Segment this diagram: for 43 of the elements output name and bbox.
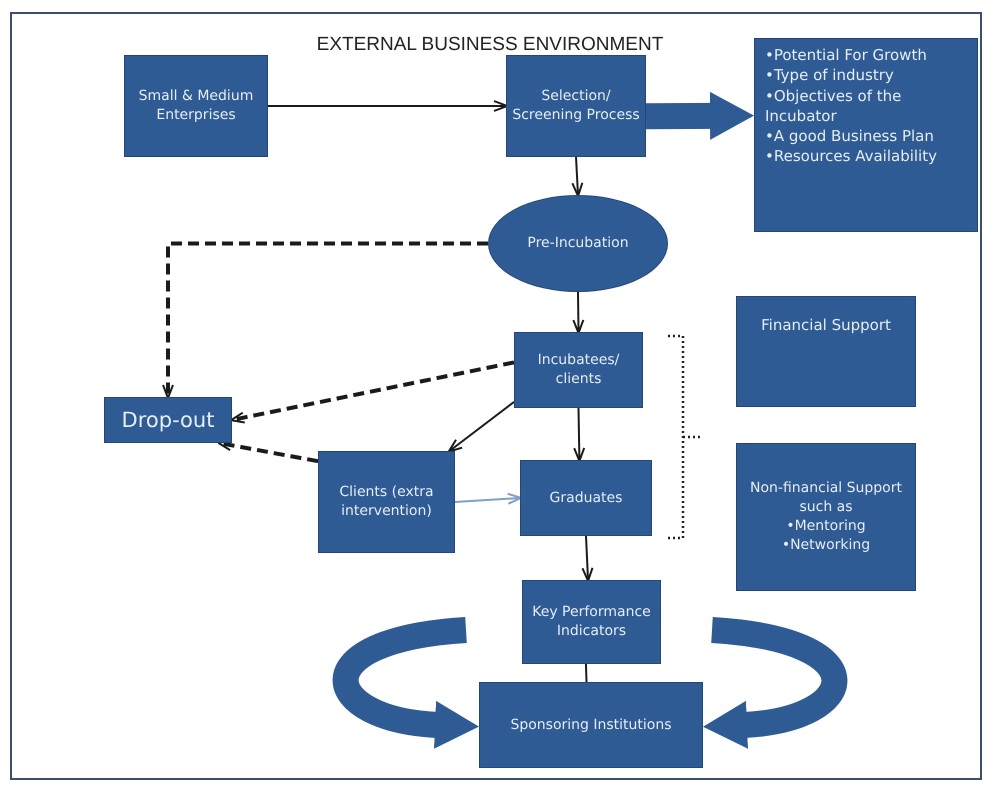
arrow — [268, 100, 508, 112]
node-text: •Objectives of the Incubator — [765, 86, 902, 126]
node-text: Drop-out — [122, 406, 214, 434]
node-text: •Networking — [782, 536, 870, 555]
institution-box — [479, 682, 703, 768]
arrow — [454, 492, 522, 505]
process-box — [522, 580, 661, 664]
arrow — [573, 408, 586, 462]
block-arrow — [703, 617, 848, 748]
support-box — [736, 443, 916, 591]
diagram-title: EXTERNAL BUSINESS ENVIRONMENT — [316, 34, 664, 56]
arrow — [572, 292, 584, 334]
process-box — [318, 451, 455, 553]
block-arrow — [332, 617, 479, 748]
process-box — [506, 55, 646, 157]
process-box — [520, 460, 652, 536]
arrow — [571, 156, 584, 197]
node-text: Selection/ Screening Process — [511, 87, 641, 125]
node-text: Financial Support — [761, 315, 891, 336]
support-box — [736, 296, 916, 407]
node-text: •Mentoring — [786, 517, 866, 536]
node-text: Non-financial Support such as — [749, 479, 903, 517]
process-box — [124, 55, 268, 157]
criteria-list-box — [754, 38, 978, 232]
arrow — [448, 401, 515, 453]
connector-line — [584, 664, 588, 682]
outcome-box — [104, 397, 232, 443]
node-text: Key Performance Indicators — [531, 603, 652, 641]
node-text: Small & Medium Enterprises — [138, 87, 254, 125]
process-box — [514, 332, 643, 408]
node-text: Clients (extra intervention) — [338, 483, 435, 521]
arrow — [581, 536, 594, 582]
block-arrow — [646, 92, 754, 140]
node-text: •Resources Availability — [765, 146, 937, 166]
node-text: Graduates — [550, 488, 622, 508]
arrow — [230, 360, 514, 424]
node-text: Incubatees/ clients — [536, 351, 620, 389]
node-text: •A good Business Plan — [765, 126, 934, 146]
node-text: •Potential For Growth — [765, 45, 927, 66]
node-text: •Type of industry — [765, 65, 894, 86]
node-text: Sponsoring Institutions — [510, 716, 672, 734]
node-text: Pre-Incubation — [527, 234, 629, 253]
arrow — [162, 242, 488, 399]
